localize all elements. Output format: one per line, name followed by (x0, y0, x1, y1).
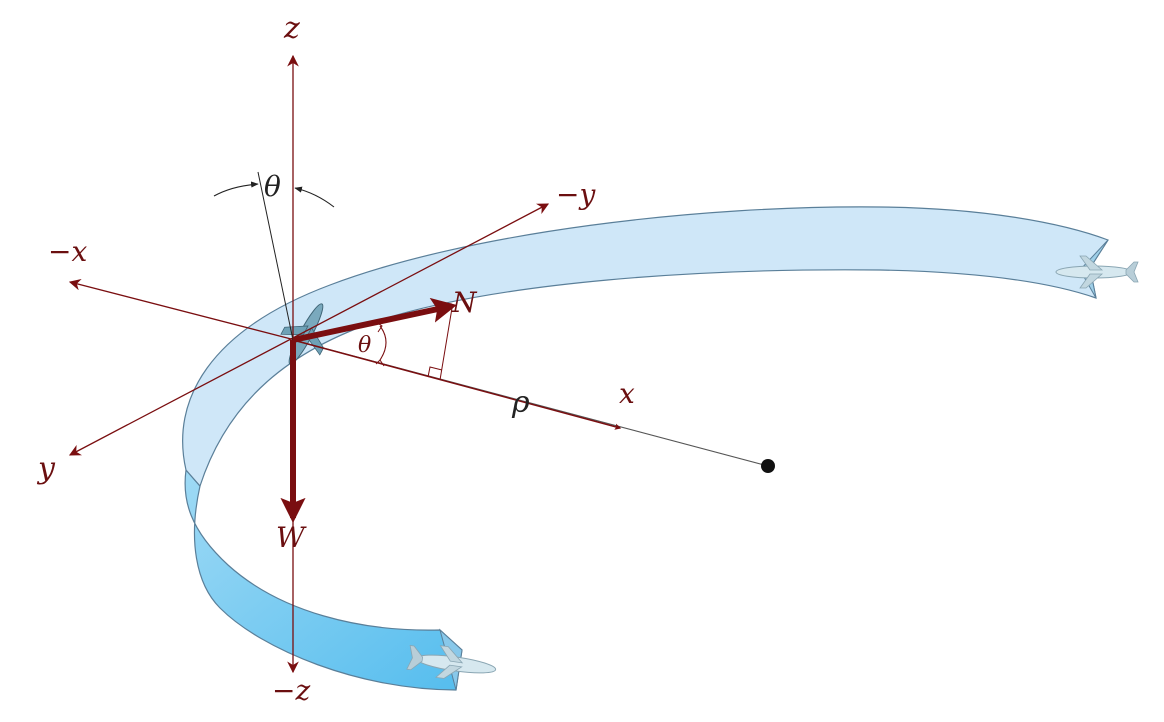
theta-arc-right (294, 186, 335, 208)
label-w: W (276, 521, 307, 554)
projection-marker (375, 307, 453, 381)
airplane-icon (1055, 255, 1139, 289)
y-axis (68, 203, 550, 456)
radius-line (292, 339, 775, 473)
label-y: y (36, 451, 56, 486)
x-axis-negative (68, 278, 296, 341)
label-theta-mid: θ (358, 333, 371, 358)
n-projection-line (439, 307, 453, 381)
normal-force-vector (292, 297, 457, 343)
label-rho: ρ (511, 385, 530, 420)
label-n: N (451, 286, 478, 319)
label-neg-z: −z (272, 674, 310, 707)
center-point (761, 459, 775, 473)
turn-ribbon (182, 206, 1109, 691)
airplane-icon (406, 644, 497, 679)
tilt-angle-marker (213, 171, 335, 341)
label-z: z (283, 11, 300, 46)
label-neg-y: −y (556, 178, 596, 211)
coordinate-axes (68, 54, 550, 674)
tilted-normal-line (257, 171, 294, 341)
label-x: x (619, 377, 635, 410)
force-vectors (280, 297, 457, 524)
x-axis-positive (292, 339, 622, 430)
theta-arc-mid (379, 325, 387, 361)
right-angle-marker (427, 366, 443, 378)
label-neg-x: −x (48, 235, 87, 268)
label-theta-top: θ (264, 170, 281, 203)
theta-arc-left (213, 181, 259, 197)
